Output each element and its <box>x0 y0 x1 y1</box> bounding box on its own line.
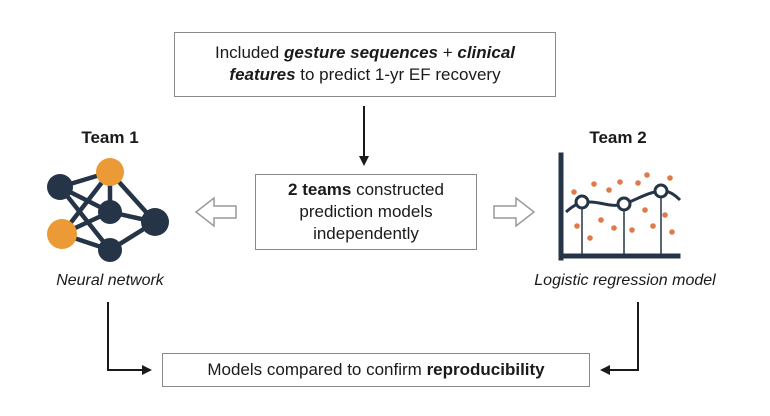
output-node <box>141 208 169 236</box>
team2-caption: Logistic regression model <box>534 272 716 289</box>
hollow-arrow-left <box>194 196 237 228</box>
input-node <box>47 219 77 249</box>
emphasis-text: gesture sequences <box>283 43 438 62</box>
input-features-line-2: features to predict 1-yr EF recovery <box>175 64 555 86</box>
team1-caption: Neural network <box>56 272 164 289</box>
hidden-node <box>96 158 124 186</box>
emphasis-text: features <box>229 65 296 84</box>
text-segment: Included <box>214 43 284 62</box>
input-features-box: Included gesture sequences + clinical fe… <box>174 32 556 97</box>
emphasis-text: clinical <box>457 43 516 62</box>
emphasis-text: reproducibility <box>426 360 545 379</box>
hidden-node <box>98 200 122 224</box>
teams-line-2: prediction models <box>299 202 433 221</box>
teams-line-1: 2 teams constructed <box>256 179 476 201</box>
connector-team2-to-compare <box>600 302 639 375</box>
hidden-node <box>98 238 122 262</box>
text-segment: Models compared to confirm <box>207 360 427 379</box>
input-features-line-1: Included gesture sequences + clinical <box>175 42 555 64</box>
comparison-box: Models compared to confirm reproducibili… <box>162 353 590 387</box>
teams-box: 2 teams constructed prediction models in… <box>255 174 477 250</box>
team1-title: Team 1 <box>81 128 139 147</box>
teams-line-3: independently <box>313 224 419 243</box>
input-node <box>47 174 73 200</box>
hollow-arrow-right <box>493 196 536 228</box>
text-segment: to predict 1-yr EF recovery <box>295 65 501 84</box>
text-segment: + <box>438 43 458 62</box>
emphasis-text: 2 teams <box>288 180 352 199</box>
text-segment: constructed <box>351 180 444 199</box>
connector-team1-to-compare <box>107 302 152 375</box>
team2-title: Team 2 <box>589 128 647 147</box>
